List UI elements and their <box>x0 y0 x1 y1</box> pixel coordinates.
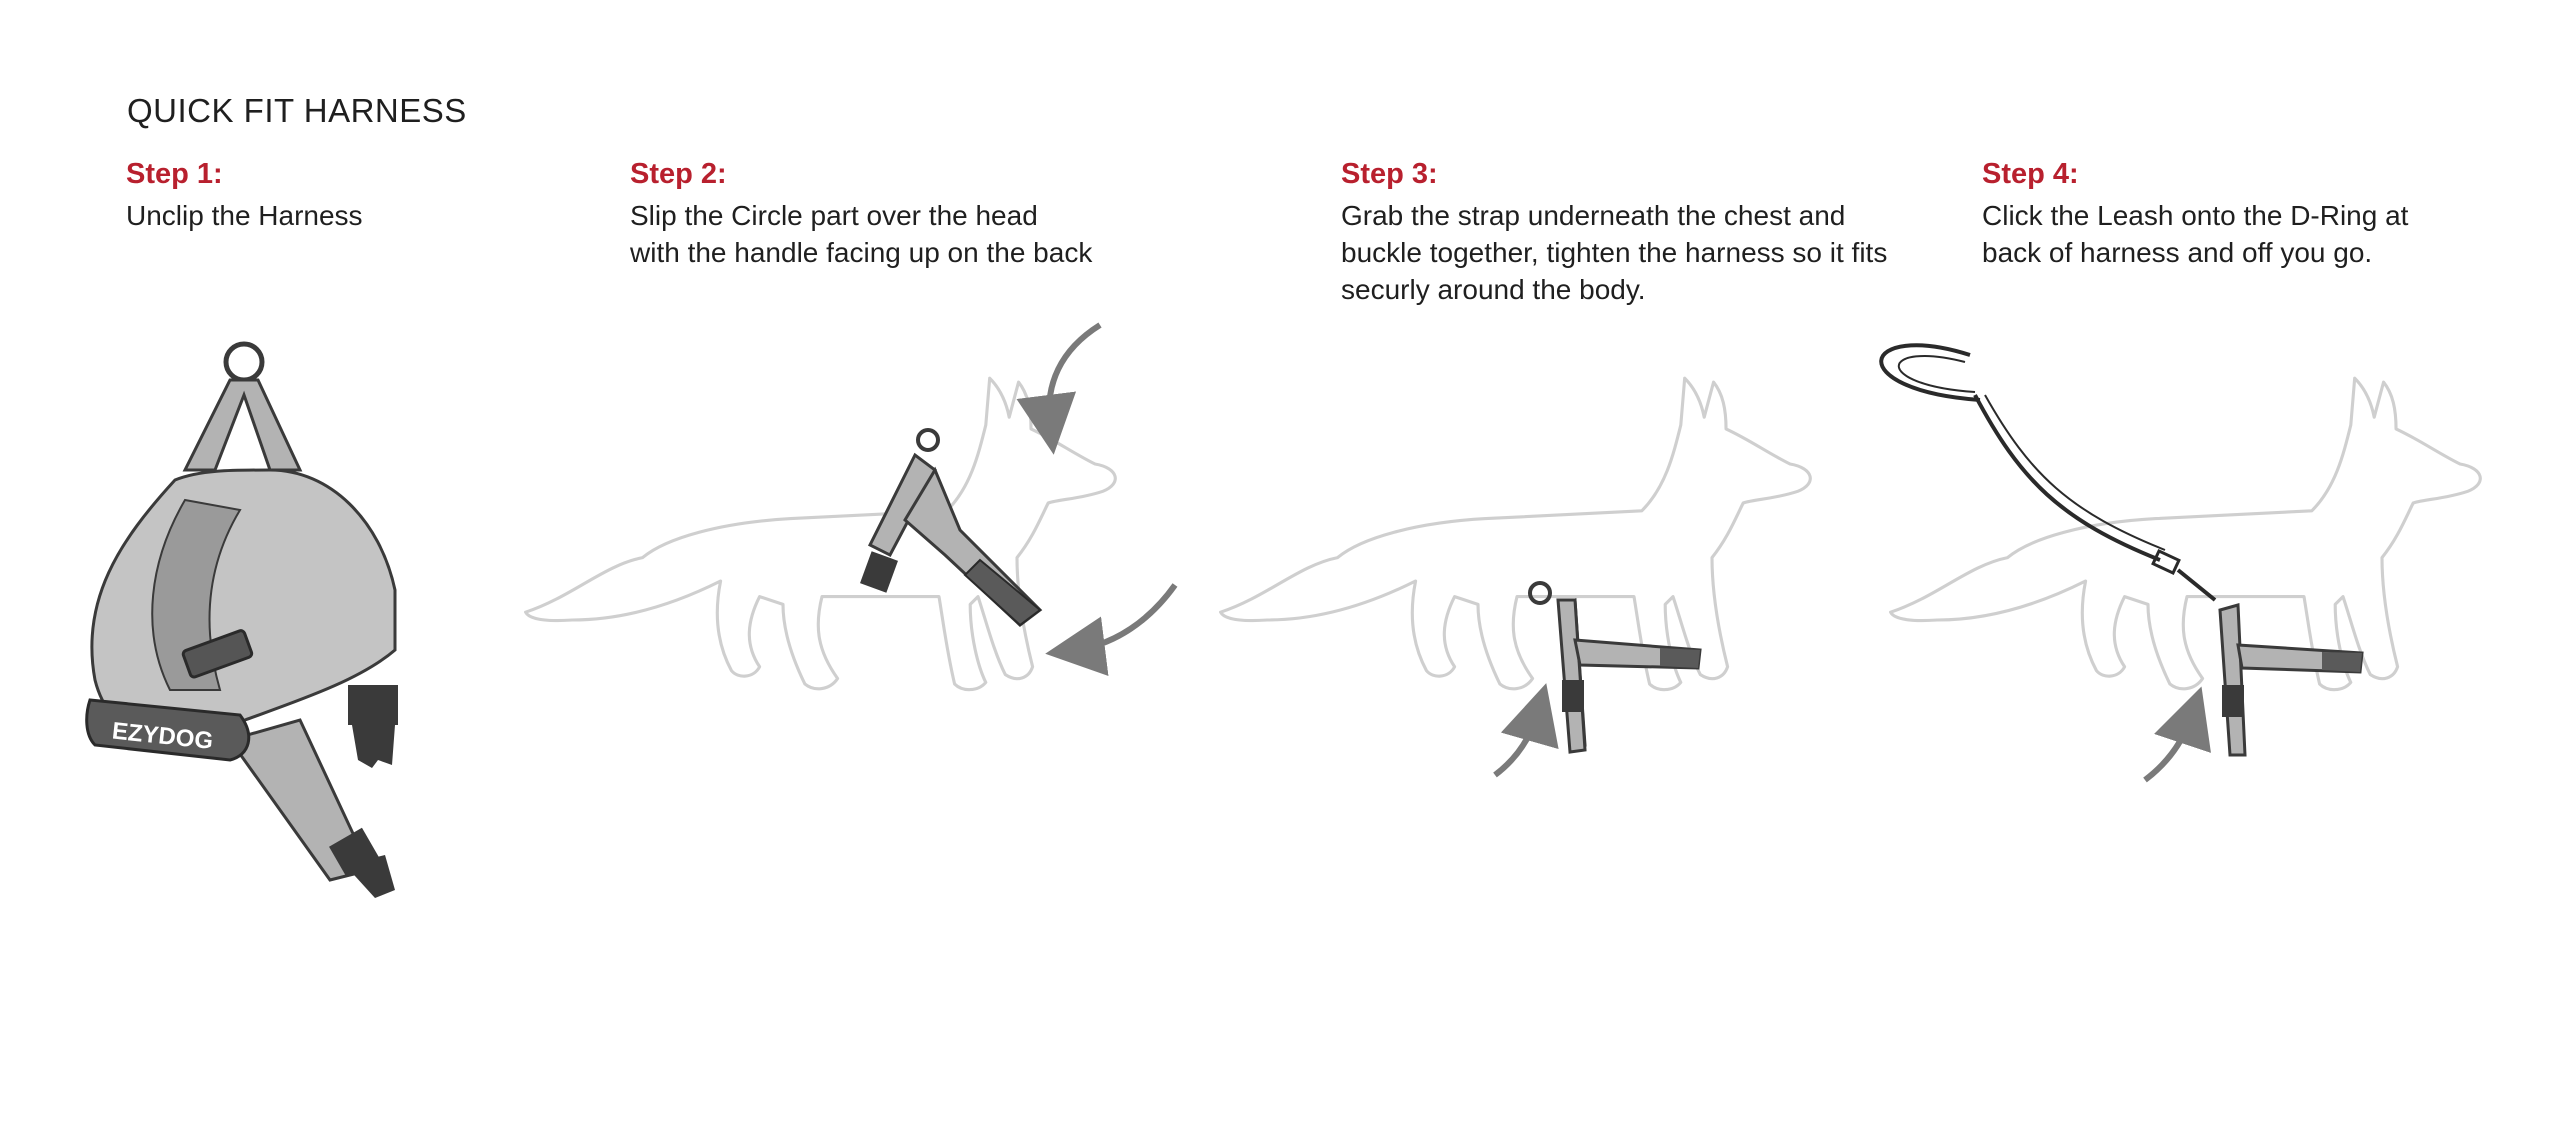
step-4-text: Click the Leash onto the D-Ring at back … <box>1982 197 2408 271</box>
step-1-text: Unclip the Harness <box>126 197 363 234</box>
harness-illustration <box>1528 581 1702 754</box>
step-2-line: Slip the Circle part over the head <box>630 200 1038 231</box>
dog-outline <box>524 376 1117 692</box>
step-3-line: Grab the strap underneath the chest and <box>1341 200 1846 231</box>
step-3-line: buckle together, tighten the harness so … <box>1341 237 1888 268</box>
step-4-line: Click the Leash onto the D-Ring at <box>1982 200 2409 231</box>
step-3-text: Grab the strap underneath the chest and … <box>1341 197 1887 308</box>
step-1: Step 1: Unclip the Harness <box>126 158 363 234</box>
step-2-text: Slip the Circle part over the head with … <box>630 197 1092 271</box>
step-1-label: Step 1: <box>126 158 223 190</box>
step-1-line: Unclip the Harness <box>126 200 363 231</box>
dog-outline <box>1889 376 2482 692</box>
leash-illustration <box>1879 343 2217 602</box>
step-4-line: back of harness and off you go. <box>1982 237 2373 268</box>
step-4-label: Step 4: <box>1982 158 2079 190</box>
step-4: Step 4: Click the Leash onto the D-Ring … <box>1982 158 2408 271</box>
curved-arrow-icon <box>1045 583 1178 677</box>
curved-arrow-icon <box>1493 683 1559 778</box>
curved-arrow-icon <box>1016 322 1102 455</box>
step-3-line: securly around the body. <box>1341 274 1646 305</box>
step-2-label: Step 2: <box>630 158 727 190</box>
curved-arrow-icon <box>2143 686 2211 783</box>
step-2-line: with the handle facing up on the back <box>630 237 1093 268</box>
harness-illustration <box>2218 603 2364 757</box>
harness-illustration <box>860 428 1043 627</box>
page-title: QUICK FIT HARNESS <box>127 92 467 129</box>
harness-illustration: EZYDOG <box>85 341 398 898</box>
step-3: Step 3: Grab the strap underneath the ch… <box>1341 158 1887 308</box>
dog-outline <box>1219 376 1812 692</box>
step-2: Step 2: Slip the Circle part over the he… <box>630 158 1092 271</box>
step-3-label: Step 3: <box>1341 158 1438 190</box>
